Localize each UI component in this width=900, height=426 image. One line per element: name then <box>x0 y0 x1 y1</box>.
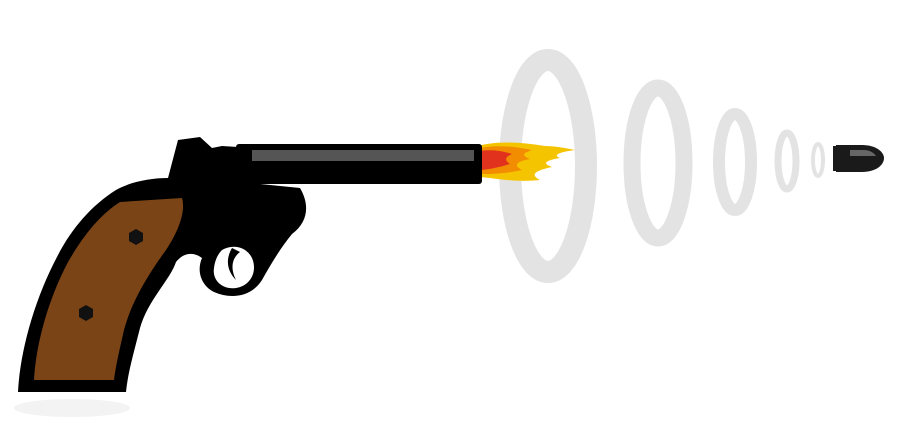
trigger <box>227 248 240 280</box>
barrel-highlight <box>252 150 474 161</box>
shockwave-rings <box>499 49 825 283</box>
shockwave-ring <box>774 129 800 193</box>
trigger-guard <box>213 246 255 289</box>
bullet-icon <box>833 145 884 172</box>
grip-screw <box>79 305 93 321</box>
shockwave-ring <box>623 79 693 247</box>
muzzle-flame-icon <box>470 142 575 181</box>
shockwave-ring <box>713 108 757 216</box>
grip-reflection <box>14 399 130 417</box>
revolver-icon <box>18 137 482 392</box>
grip-screw <box>129 229 143 245</box>
grip-panel <box>34 198 184 380</box>
shockwave-ring <box>811 142 825 178</box>
